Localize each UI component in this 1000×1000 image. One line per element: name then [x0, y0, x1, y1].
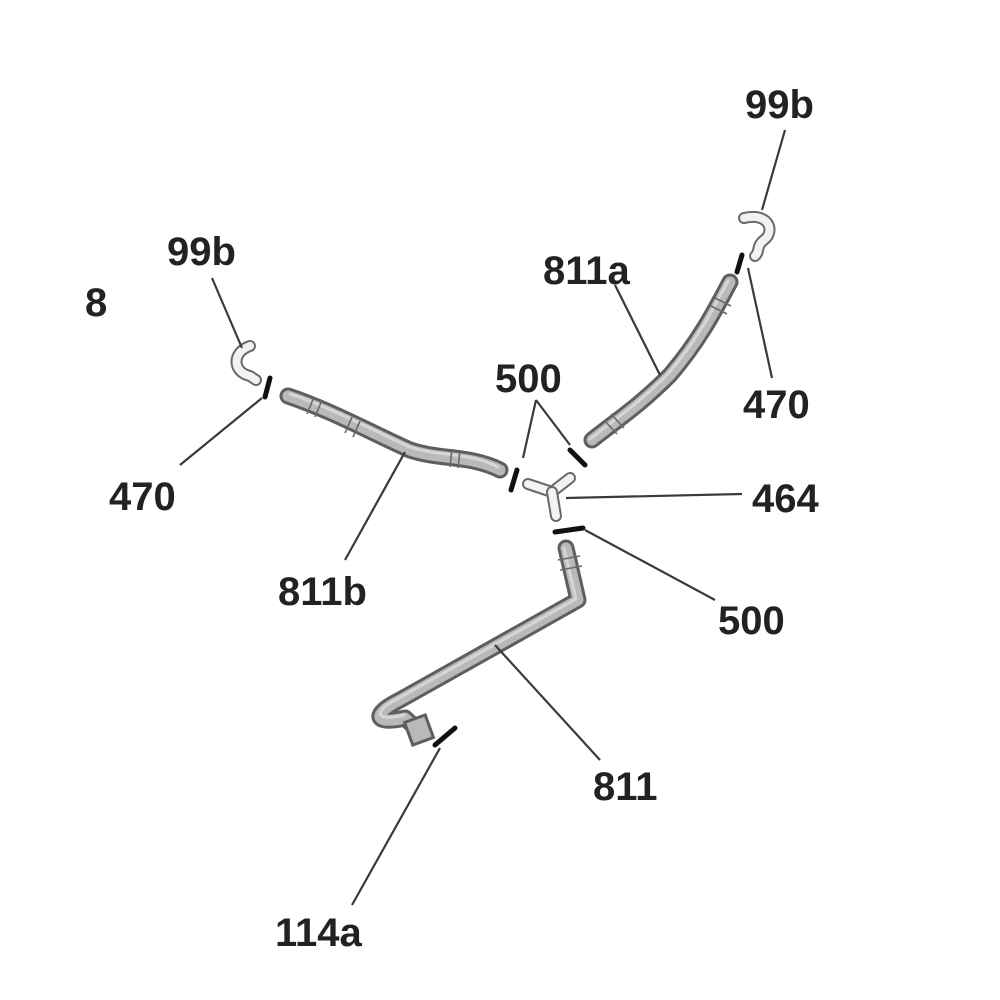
label-500-lower: 500 [718, 599, 785, 643]
clamp-500-left-of-tee [508, 467, 520, 493]
label-99b-left: 99b [167, 230, 236, 274]
leader-500-lower [584, 529, 716, 601]
leader-99b-left [210, 277, 244, 349]
leader-811 [494, 644, 601, 761]
figure-number: 8 [85, 281, 107, 325]
hose-811a [583, 273, 739, 449]
label-811: 811 [593, 765, 658, 809]
fitting-99b-left [230, 340, 262, 386]
leader-811a [614, 284, 661, 376]
leader-470-left [179, 397, 263, 466]
hose-811 [371, 539, 587, 747]
label-470-left: 470 [109, 475, 176, 519]
clamp-470-left [262, 375, 273, 400]
label-470-right: 470 [743, 383, 810, 427]
label-114a: 114a [275, 911, 363, 955]
hose-811b [279, 387, 509, 479]
clamp-500-below-tee [552, 525, 586, 535]
label-811b: 811b [278, 570, 367, 614]
clamp-500-right-of-tee [567, 447, 588, 468]
leader-500-a [521, 399, 538, 459]
leader-99b-right [760, 129, 787, 211]
leader-114a [351, 747, 441, 906]
leader-464 [565, 492, 743, 500]
leader-470-right [746, 267, 774, 379]
clamp-114a-outlet [432, 725, 458, 748]
leader-811b [344, 451, 406, 561]
label-500-center: 500 [495, 357, 562, 401]
label-99b-right: 99b [745, 83, 814, 127]
label-464: 464 [752, 477, 819, 521]
fitting-99b-right [738, 210, 776, 262]
clamp-470-right [734, 252, 745, 275]
leader-500-b [535, 399, 571, 446]
tee-fitting-464 [522, 472, 576, 522]
label-811a: 811a [543, 249, 631, 293]
